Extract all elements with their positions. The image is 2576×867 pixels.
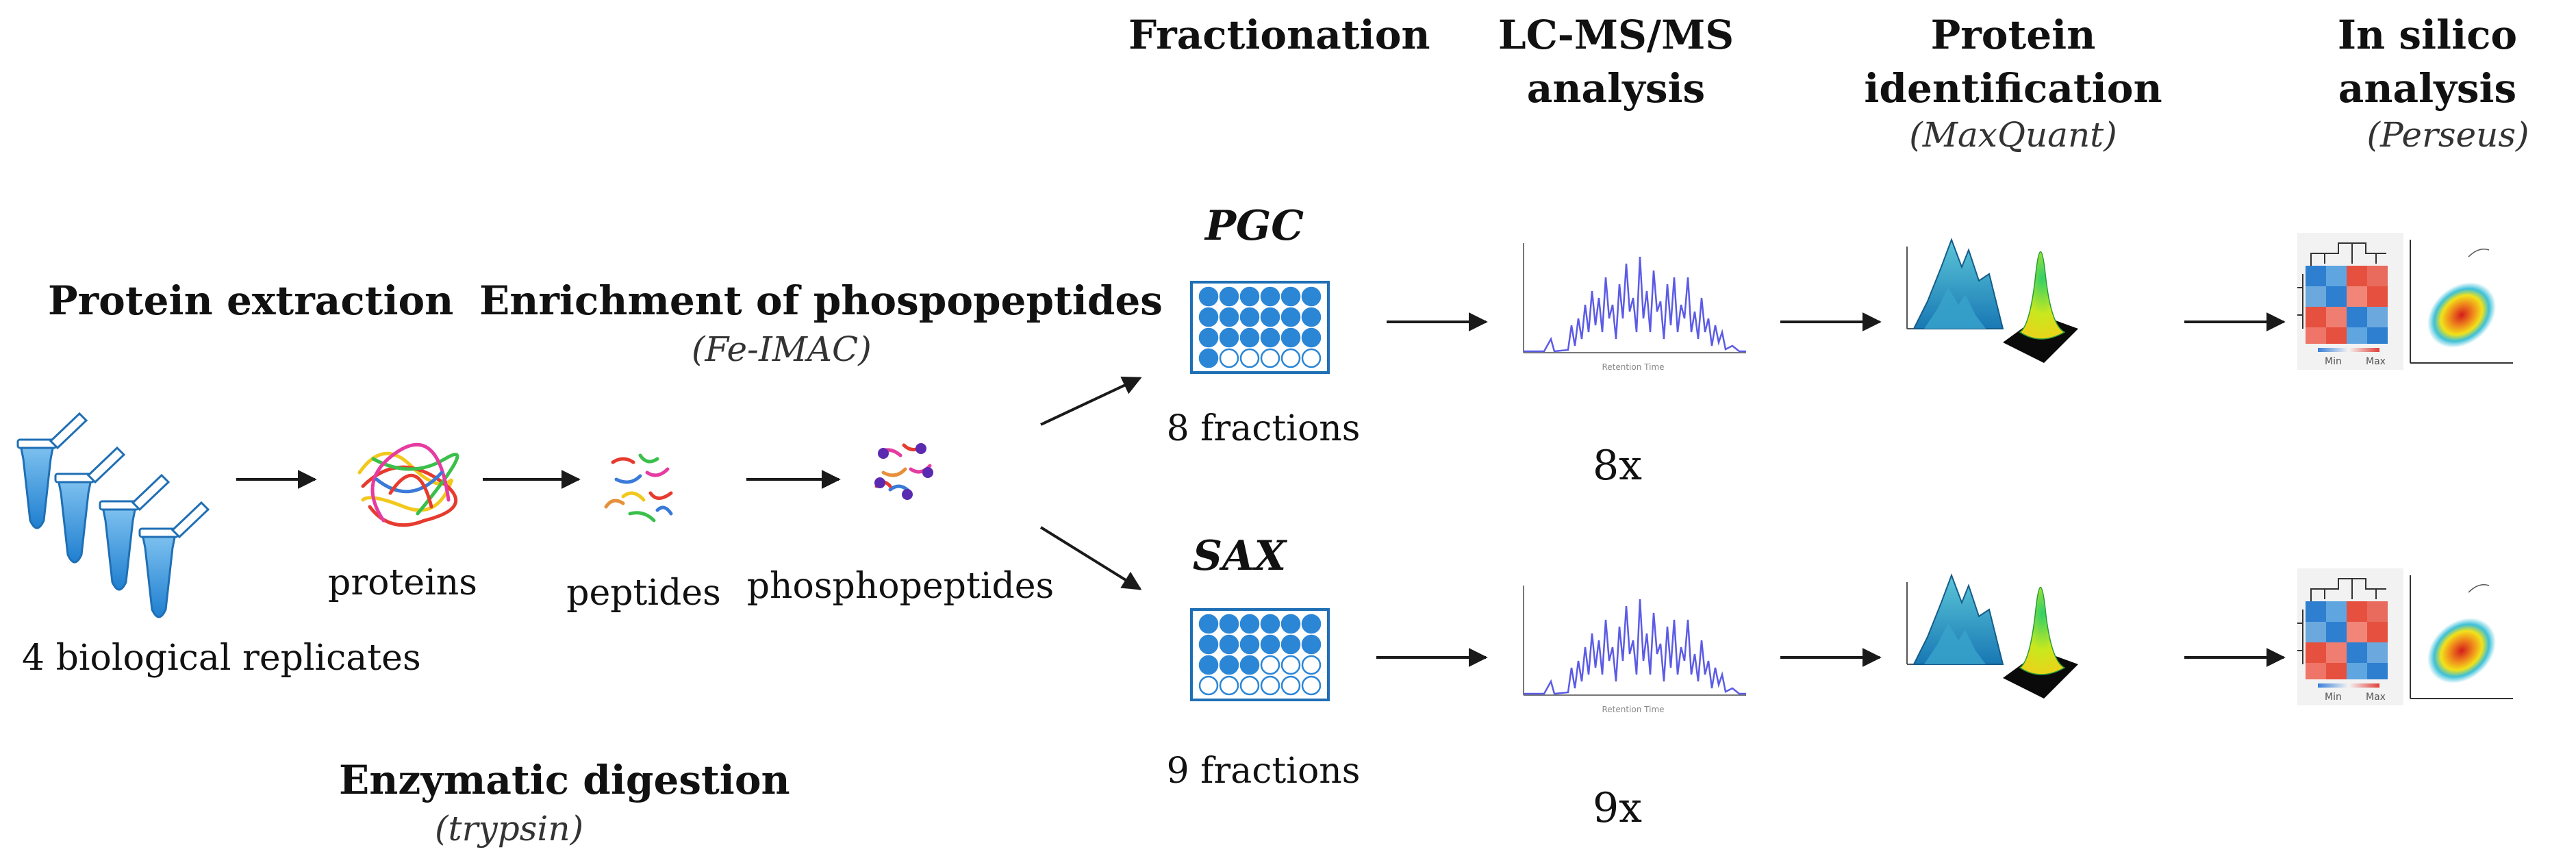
- pgc-well: [1280, 307, 1301, 327]
- sax-well: [1260, 655, 1280, 675]
- pgc-well: [1198, 307, 1219, 327]
- stage-title-protein-id-line1: Protein: [1930, 12, 2096, 58]
- sax-well: [1239, 634, 1260, 655]
- pgc-well: [1260, 307, 1280, 327]
- peptides-label: peptides: [566, 573, 721, 614]
- enrichment-method: (Fe-IMAC): [692, 329, 872, 369]
- sax-well: [1198, 675, 1219, 696]
- sax-runs: 9x: [1592, 784, 1643, 832]
- pgc-well: [1239, 286, 1260, 307]
- stage-title-lcms-line1: LC-MS/MS: [1498, 12, 1734, 58]
- sax-well: [1239, 655, 1260, 675]
- sax-well: [1219, 655, 1239, 675]
- stage-title-lcms-line2: analysis: [1526, 65, 1706, 112]
- sax-well: [1301, 614, 1322, 634]
- sax-fractions: 9 fractions: [1166, 751, 1361, 792]
- sax-well: [1198, 655, 1219, 675]
- sax-well: [1198, 614, 1219, 634]
- pgc-well: [1219, 307, 1239, 327]
- sax-protein-id-plot-icon: [1906, 575, 2079, 699]
- pgc-well: [1219, 286, 1239, 307]
- protein-id-software: (MaxQuant): [1909, 115, 2117, 155]
- sax-well: [1239, 675, 1260, 696]
- stage-title-protein-extraction: Protein extraction: [48, 277, 454, 324]
- pgc-well: [1239, 327, 1260, 348]
- sax-well: [1280, 675, 1301, 696]
- stage-title-digestion: Enzymatic digestion: [339, 757, 790, 803]
- stage-title-insilico-line1: In silico: [2337, 12, 2518, 58]
- insilico-software: (Perseus): [2366, 115, 2529, 155]
- sax-well: [1301, 655, 1322, 675]
- sax-well: [1260, 614, 1280, 634]
- sax-well: [1280, 614, 1301, 634]
- phosphopeptides-label: phosphopeptides: [746, 566, 1055, 607]
- sax-chromatogram-icon: [1502, 577, 1751, 717]
- replicates-label: 4 biological replicates: [22, 638, 421, 679]
- pgc-well: [1260, 348, 1280, 368]
- sax-well: [1198, 634, 1219, 655]
- sax-well: [1219, 675, 1239, 696]
- proteins-label: proteins: [328, 562, 477, 603]
- pgc-label: PGC: [1204, 202, 1304, 250]
- proteins-tangle-icon: [357, 443, 459, 527]
- sax-well: [1219, 634, 1239, 655]
- tube-icon-4: [138, 501, 210, 618]
- arrow-to-pgc: [1040, 377, 1142, 426]
- sax-well: [1260, 634, 1280, 655]
- pgc-well: [1239, 348, 1260, 368]
- pgc-well: [1301, 286, 1322, 307]
- sax-label: SAX: [1192, 532, 1287, 580]
- sax-well: [1301, 634, 1322, 655]
- stage-title-enrichment: Enrichment of phospopeptides: [479, 277, 1163, 324]
- sax-well: [1219, 614, 1239, 634]
- phosphopeptides-icon: [874, 443, 933, 500]
- pgc-well: [1219, 327, 1239, 348]
- pgc-fractions: 8 fractions: [1166, 408, 1361, 449]
- stage-title-protein-id-line2: identification: [1864, 65, 2162, 112]
- pgc-well: [1280, 286, 1301, 307]
- stage-title-fractionation: Fractionation: [1128, 12, 1430, 58]
- pgc-protein-id-plot-icon: [1906, 239, 2079, 364]
- pgc-runs: 8x: [1592, 442, 1643, 490]
- pgc-well: [1260, 327, 1280, 348]
- pgc-well: [1198, 348, 1219, 368]
- sax-well: [1280, 634, 1301, 655]
- pgc-well: [1280, 327, 1301, 348]
- sax-well: [1239, 614, 1260, 634]
- pgc-well: [1301, 348, 1322, 368]
- pgc-insilico-plot-icon: [2297, 232, 2517, 370]
- sax-well: [1280, 655, 1301, 675]
- sax-well-plate-icon: [1190, 608, 1330, 701]
- digestion-method: (trypsin): [435, 809, 584, 849]
- pgc-well: [1301, 327, 1322, 348]
- pgc-well: [1301, 307, 1322, 327]
- pgc-well: [1198, 286, 1219, 307]
- sax-well: [1260, 675, 1280, 696]
- sax-insilico-plot-icon: [2297, 568, 2517, 706]
- peptides-icon: [604, 453, 673, 523]
- pgc-well: [1239, 307, 1260, 327]
- pgc-well-plate-icon: [1190, 281, 1330, 374]
- sax-well: [1301, 675, 1322, 696]
- pgc-well: [1280, 348, 1301, 368]
- pgc-well: [1219, 348, 1239, 368]
- pgc-chromatogram-icon: [1502, 235, 1751, 375]
- arrow-to-sax: [1039, 526, 1142, 590]
- pgc-well: [1260, 286, 1280, 307]
- stage-title-insilico-line2: analysis: [2338, 65, 2517, 112]
- pgc-well: [1198, 327, 1219, 348]
